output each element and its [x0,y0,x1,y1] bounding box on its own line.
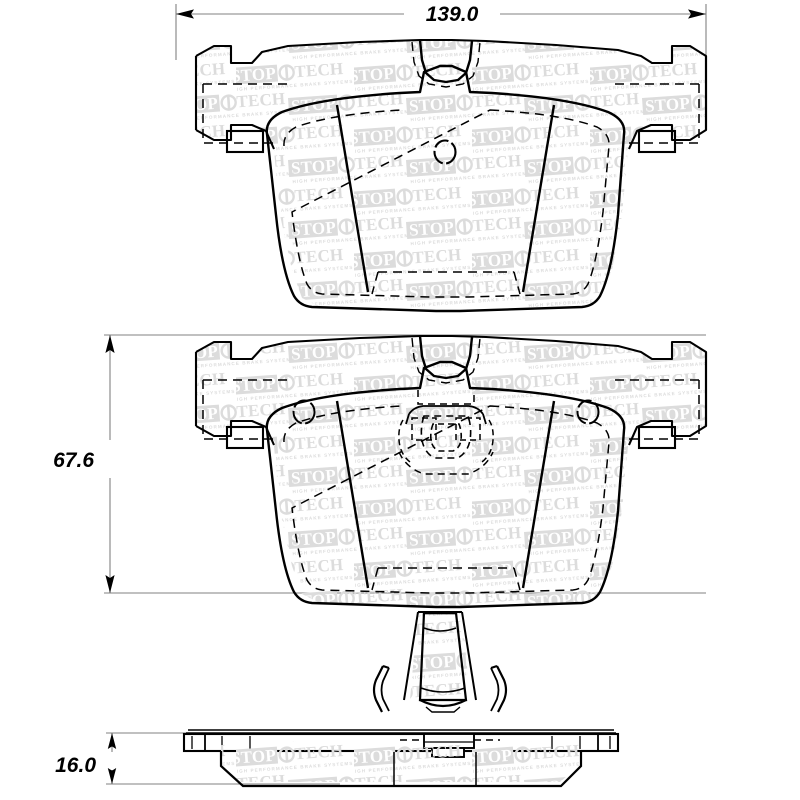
right-ear-dashed-outline-2 [628,380,700,440]
left-ear-dashed-outline-2 [202,380,274,440]
sensor-spring-leg-left-cap [382,665,390,669]
watermark-layer-profile [221,741,580,782]
left-ear-tab [225,129,265,154]
center-top-notch [418,39,474,84]
arrowhead-top-icon [105,335,115,353]
arrowhead-right-icon [688,9,706,19]
dimension-height-676: 67.6 [53,334,706,594]
right-ear-tab [637,129,677,154]
watermark-layer-pad1 [196,40,706,311]
left-ear-dashed-outline [202,84,274,144]
sensor-clip-bottom-curve [419,699,467,708]
view-wear-sensor-clip-detail [372,610,508,713]
left-ear-tab-2 [225,425,265,450]
sensor-core-outline [429,423,463,452]
sensor-base-detail [425,706,461,713]
dimension-width-label: 139.0 [426,3,479,26]
diagonal-slot-right [521,104,556,293]
sensor-spring-leg-left-inner [380,667,390,712]
sensor-spring-leg-left-outer [372,665,384,713]
center-top-notch-dashed [411,41,481,88]
sensor-right-leg [481,419,494,463]
rivet-hole-left [292,399,316,425]
sensor-lower-arc [398,451,494,475]
right-ear-tab-2 [637,425,677,450]
sensor-clip-right-flare [461,611,477,701]
diagonal-slot-left-2 [335,400,370,589]
dimension-height-label: 67.6 [53,449,94,472]
sensor-clip-inner-arc-top [423,627,457,632]
bottom-dashed-trapezoid [371,271,521,295]
center-top-notch-2 [418,335,474,380]
arrowhead-left-icon [176,9,194,19]
diagonal-slot-left [335,104,370,293]
center-top-notch-dashed-2 [411,337,481,384]
view-edge-profile [182,729,620,788]
sensor-spring-leg-right-inner [490,667,500,712]
sensor-right-block [455,417,481,441]
diagonal-slot-right-2 [521,400,556,589]
watermark-layer-pad2 [196,336,706,607]
sensor-spring-leg-right-outer [496,665,508,713]
friction-inner-dashed-outline-2 [283,405,610,594]
sensor-top-bracket [417,390,475,405]
arrowhead-bottom-icon [105,575,115,593]
watermark-layer-sensor [410,610,470,700]
sensor-clip-left-flare [403,611,419,701]
dimension-thickness-label: 16.0 [55,754,96,777]
sensor-body-outline [420,415,472,459]
sensor-upper-arc [408,405,484,415]
arrowhead-thick-bottom-icon [107,768,117,784]
friction-material-outline [265,64,626,313]
sensor-spring-leg-right-cap [490,665,498,669]
sensor-shoulder-lines [405,413,487,425]
friction-material-outline-2 [265,360,626,609]
sensor-clip-inner-arc-bottom [420,687,466,693]
view-inner-pad-face [194,334,708,609]
center-rivet-hole [433,139,457,165]
dimension-width-139: 139.0 [175,3,707,60]
sensor-left-leg [398,419,411,463]
right-ear-dashed-outline [628,84,700,144]
view-outer-pad-face [194,38,708,313]
wear-sensor-clip-assembly [398,390,494,475]
arrowhead-thick-top-icon [107,733,117,749]
bottom-dashed-trapezoid-2 [371,567,521,591]
friction-material-profile [219,751,583,788]
rivet-hole-right [576,399,600,425]
friction-inner-dashed-outline [283,109,610,298]
